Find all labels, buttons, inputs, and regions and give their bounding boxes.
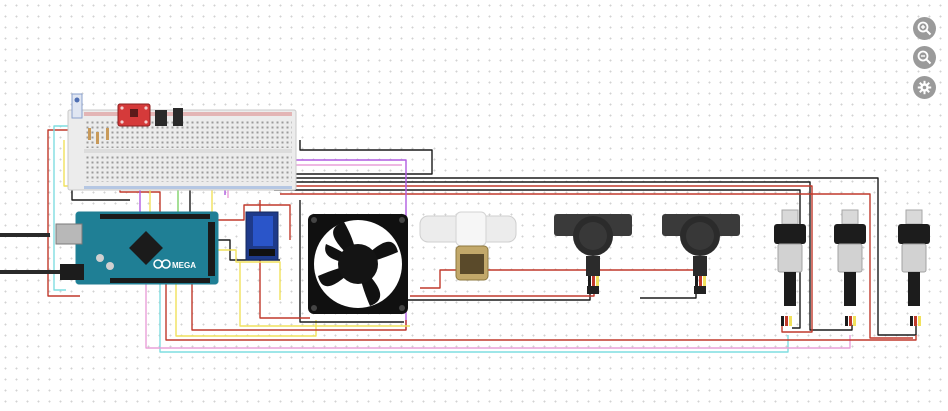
- wire-yellow-bottom: [175, 280, 317, 337]
- wire-red-flow1: [410, 292, 595, 297]
- ic-chip-1: [155, 110, 167, 126]
- ic-chip-2: [173, 108, 183, 126]
- zoom-out-button[interactable]: [913, 46, 936, 69]
- zoom-in-icon: [917, 21, 932, 36]
- settings-button[interactable]: [913, 76, 936, 99]
- wire-yellow-relay: [218, 249, 281, 300]
- wire-pink-bottom: [145, 270, 851, 349]
- wire-red-rail: [256, 185, 813, 333]
- cooling-fan[interactable]: [308, 214, 408, 314]
- wire-red-low2: [191, 280, 407, 331]
- arduino-mega-board[interactable]: [55, 211, 219, 285]
- pressure-sensor-2[interactable]: [834, 209, 866, 326]
- zoom-in-button[interactable]: [913, 17, 936, 40]
- wire-black-top: [270, 177, 917, 336]
- zoom-out-icon: [917, 50, 932, 65]
- wire-red-2: [280, 193, 913, 339]
- gear-icon: [917, 80, 932, 95]
- wire-black-2: [262, 181, 853, 331]
- wire-black-flow2: [640, 292, 697, 299]
- wire-yellow-2: [239, 262, 410, 327]
- resistors: [88, 128, 109, 144]
- flow-sensor-2[interactable]: [662, 214, 740, 294]
- wire-cyan-bottom: [159, 270, 789, 353]
- dc-jack-module: [71, 93, 83, 119]
- wire-red-relay: [218, 204, 291, 240]
- wire-black-4: [240, 140, 433, 175]
- sensor-breakout-red[interactable]: [117, 103, 151, 127]
- pressure-sensor-1[interactable]: [774, 209, 806, 326]
- relay-module[interactable]: [245, 211, 279, 261]
- wire-red-bottom: [165, 270, 917, 341]
- solenoid-valve[interactable]: [419, 211, 517, 281]
- pressure-sensor-3[interactable]: [898, 209, 930, 326]
- wire-black-flow1: [404, 292, 591, 301]
- flow-sensor-1[interactable]: [554, 214, 632, 294]
- wire-red-left: [47, 129, 80, 297]
- board-label: MEGA: [172, 261, 196, 270]
- wire-black-low: [299, 200, 404, 323]
